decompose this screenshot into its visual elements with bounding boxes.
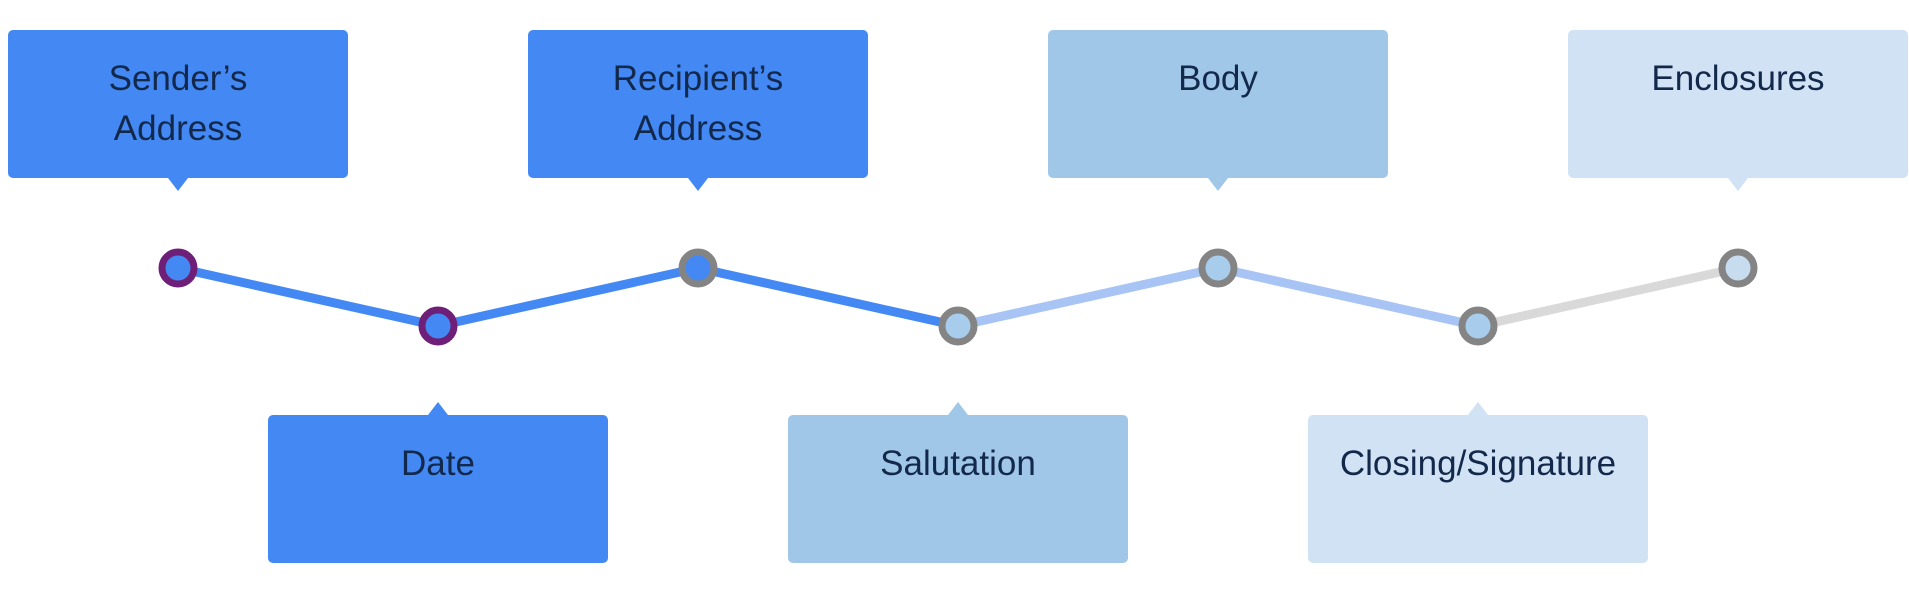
timeline-node (158, 248, 198, 288)
step-pointer (1728, 178, 1748, 191)
timeline-node (678, 248, 718, 288)
step-pointer (948, 402, 968, 415)
step-label: Sender’s Address (108, 59, 248, 148)
step-label: Date (401, 444, 475, 483)
step-label: Enclosures (1651, 59, 1825, 98)
step-pointer (168, 178, 188, 191)
step-label: Body (1178, 59, 1258, 98)
timeline-node (418, 306, 458, 346)
timeline-node (1718, 248, 1758, 288)
timeline-node (1198, 248, 1238, 288)
step-label: Salutation (880, 444, 1036, 483)
step-card: Recipient’s Address (528, 30, 868, 191)
timeline-segment (1213, 263, 1483, 331)
timeline-node (1458, 306, 1498, 346)
step-card: Salutation (788, 402, 1128, 563)
step-card: Date (268, 402, 608, 563)
timeline-segment (433, 263, 703, 331)
step-label: Recipient’s Address (612, 59, 784, 148)
timeline-segment (173, 263, 443, 331)
step-card: Enclosures (1568, 30, 1908, 191)
step-pointer (428, 402, 448, 415)
timeline-segment (1473, 263, 1743, 331)
step-label: Closing/Signature (1339, 444, 1617, 483)
step-card: Sender’s Address (8, 30, 348, 191)
step-card: Body (1048, 30, 1388, 191)
step-pointer (688, 178, 708, 191)
step-card: Closing/Signature (1308, 402, 1648, 563)
timeline-segment (693, 263, 963, 331)
step-pointer (1468, 402, 1488, 415)
timeline-node (938, 306, 978, 346)
timeline-segment (953, 263, 1223, 331)
step-pointer (1208, 178, 1228, 191)
